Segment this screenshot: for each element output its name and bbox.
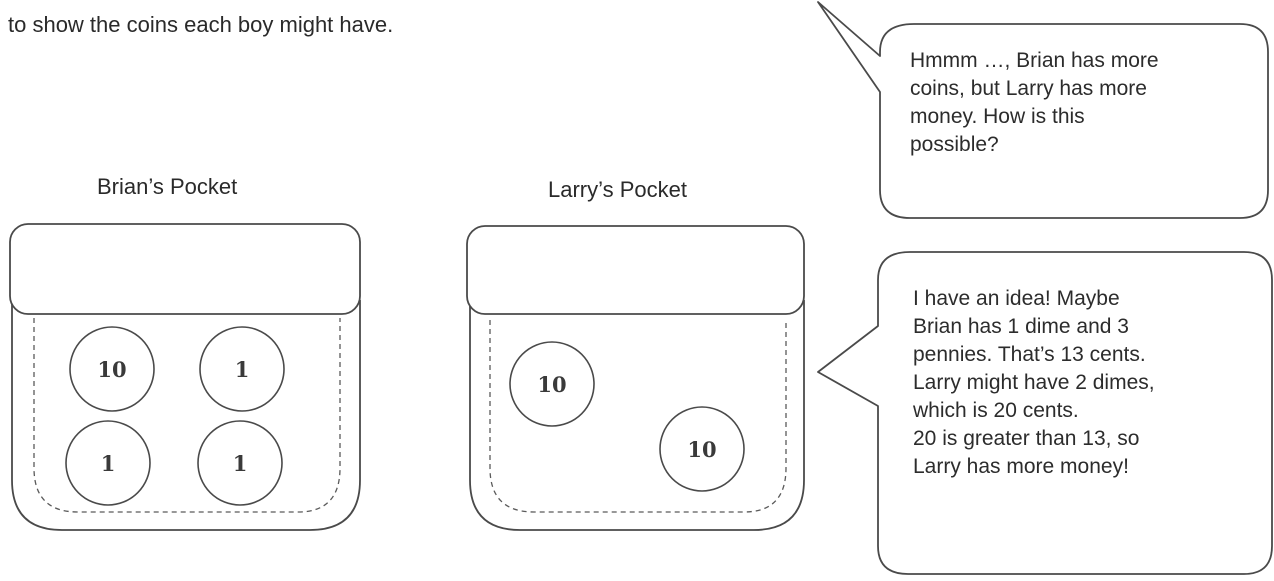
brian-pocket-body bbox=[11, 300, 361, 531]
speech-bubble-bottom-text: I have an idea! Maybe Brian has 1 dime a… bbox=[913, 285, 1243, 481]
coin-value: 10 bbox=[687, 437, 716, 462]
coin: 10 bbox=[659, 406, 745, 492]
intro-text: to show the coins each boy might have. bbox=[8, 12, 394, 37]
coin: 10 bbox=[69, 326, 155, 412]
coin-value: 1 bbox=[101, 451, 116, 476]
bubble-line: which is 20 cents. bbox=[913, 399, 1079, 422]
bubble-line: Hmmm …, Brian has more bbox=[910, 49, 1159, 72]
bubble-line: Larry might have 2 dimes, bbox=[913, 371, 1155, 394]
bubble-line: 20 is greater than 13, so bbox=[913, 427, 1140, 450]
larry-pocket-body bbox=[469, 300, 805, 531]
larry-pocket-stitching bbox=[489, 320, 787, 513]
larry-pocket-flap bbox=[466, 225, 805, 315]
speech-bubble-bottom bbox=[817, 251, 1273, 575]
bubble-line: possible? bbox=[910, 133, 999, 156]
coin: 1 bbox=[65, 420, 151, 506]
coin: 1 bbox=[199, 326, 285, 412]
bubble-line: pennies. That’s 13 cents. bbox=[913, 343, 1146, 366]
bubble-line: Larry has more money! bbox=[913, 455, 1129, 478]
brian-pocket: 10 1 1 1 bbox=[9, 223, 361, 531]
coin-value: 1 bbox=[235, 357, 250, 382]
speech-bubble-top-text: Hmmm …, Brian has more coins, but Larry … bbox=[910, 47, 1230, 159]
bubble-line: Brian has 1 dime and 3 bbox=[913, 315, 1129, 338]
brian-pocket-label: Brian’s Pocket bbox=[97, 174, 238, 199]
bubble-line: coins, but Larry has more bbox=[910, 77, 1147, 100]
speech-bubble-top bbox=[817, 1, 1269, 219]
brian-pocket-flap bbox=[9, 223, 361, 315]
coin: 1 bbox=[197, 420, 283, 506]
larry-pocket-label: Larry’s Pocket bbox=[548, 177, 687, 202]
bubble-line: I have an idea! Maybe bbox=[913, 287, 1120, 310]
larry-pocket: 10 10 bbox=[466, 225, 805, 531]
coin: 10 bbox=[509, 341, 595, 427]
coin-value: 10 bbox=[537, 372, 566, 397]
bubble-line: money. How is this bbox=[910, 105, 1085, 128]
coin-value: 1 bbox=[233, 451, 248, 476]
coin-value: 10 bbox=[97, 357, 126, 382]
